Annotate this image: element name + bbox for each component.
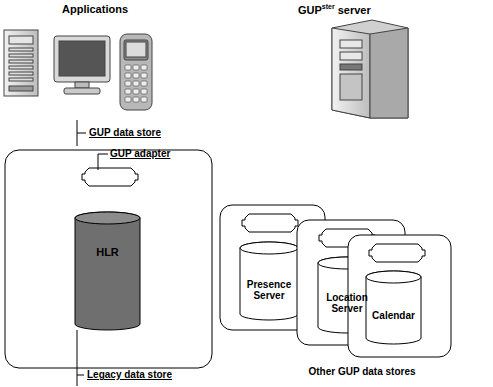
caption-label: Other GUP data stores: [308, 366, 415, 377]
drive-slot: [9, 48, 33, 51]
monitor-icon: [54, 36, 110, 94]
key: [141, 81, 147, 86]
cylinder: [75, 212, 140, 330]
heading: ster: [322, 3, 335, 10]
key: [133, 97, 139, 102]
adapter-shape: [242, 214, 298, 232]
heading: Applications: [62, 3, 128, 15]
callout-label: Legacy data store: [87, 369, 172, 380]
drive-slot: [9, 72, 33, 75]
callout-label: GUP data store: [89, 127, 161, 138]
adapter-shape: [369, 244, 425, 262]
adapter-shape: [82, 168, 138, 186]
server-icon: [4, 30, 38, 96]
store-name: Presence Server: [241, 279, 297, 302]
key: [125, 89, 131, 94]
drive-slot: [9, 66, 33, 69]
gupster-server-icon: [332, 20, 408, 118]
key: [133, 73, 139, 78]
key: [125, 65, 131, 70]
phone-icon: [120, 34, 152, 110]
key: [141, 65, 147, 70]
cylinder: [240, 242, 298, 320]
drive-slot: [9, 60, 33, 63]
key: [133, 89, 139, 94]
data-store: [366, 244, 425, 344]
key: [141, 89, 147, 94]
cylinder: [366, 271, 421, 344]
drive-slot: [9, 54, 33, 57]
heading: server: [338, 4, 371, 16]
cylinder-top: [366, 271, 421, 283]
database-cylinder: Location Server: [319, 292, 375, 315]
key: [125, 97, 131, 102]
store-name: Location Server: [319, 292, 375, 315]
cylinder-top: [75, 212, 140, 224]
data-store: [75, 168, 140, 330]
key: [141, 97, 147, 102]
heading: GUP: [298, 4, 322, 16]
store-name: HLR: [78, 246, 138, 259]
gup-data-store: [5, 150, 212, 368]
heading: Applications: [62, 3, 128, 15]
callout-label: GUP adapter: [110, 148, 170, 159]
key: [125, 81, 131, 86]
caption-label: Other GUP data stores: [308, 366, 415, 377]
database-cylinder: HLR: [78, 246, 138, 259]
callout-label: GUP adapter: [110, 148, 170, 159]
key: [133, 65, 139, 70]
store-name: Calendar: [367, 310, 421, 322]
data-store: [240, 214, 298, 320]
key: [133, 81, 139, 86]
drive-slot: [9, 78, 33, 81]
database-cylinder: Presence Server: [241, 279, 297, 302]
key: [141, 73, 147, 78]
callout-label: Legacy data store: [87, 369, 172, 380]
cylinder-top: [240, 242, 298, 254]
heading: GUPsterserver: [298, 3, 371, 16]
database-cylinder: Calendar: [367, 310, 421, 322]
callout-label: GUP data store: [89, 127, 161, 138]
key: [125, 73, 131, 78]
